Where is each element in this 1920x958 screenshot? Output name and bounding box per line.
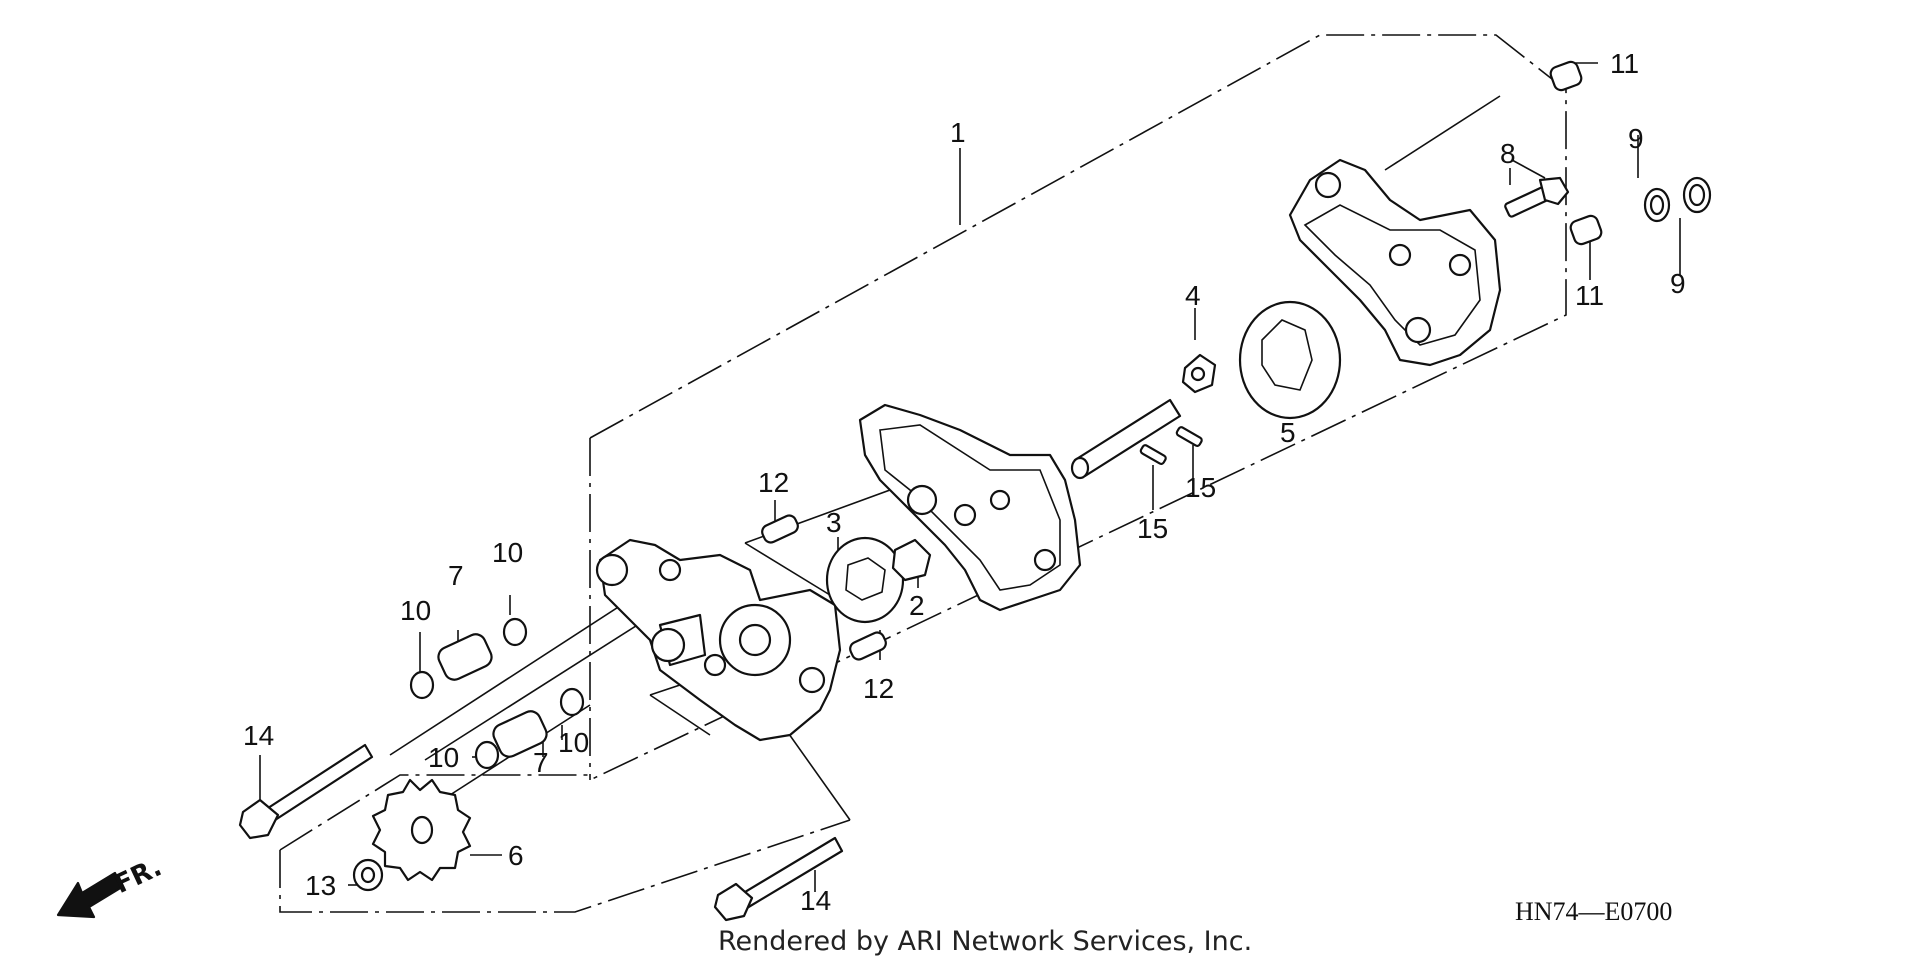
callout-10d: 10: [558, 727, 589, 758]
callout-9a: 9: [1628, 123, 1644, 154]
front-direction-arrow: FR.: [56, 852, 166, 919]
callout-10c: 10: [428, 742, 459, 773]
callout-7a: 7: [448, 560, 464, 591]
oil-pump-body-middle: [858, 403, 1082, 612]
callout-6: 6: [508, 840, 524, 871]
callout-5: 5: [1280, 417, 1296, 448]
callout-11a: 11: [1610, 48, 1639, 79]
bolt-8: [1504, 176, 1570, 218]
assembly-outline: [589, 34, 1567, 781]
callout-1: 1: [950, 117, 966, 148]
bolt-14-bottom: [713, 836, 844, 922]
callout-15b: 15: [1185, 472, 1216, 503]
callout-9b: 9: [1670, 268, 1686, 299]
pins-15: [1139, 426, 1203, 465]
o-rings-10: [409, 617, 585, 770]
oil-pump-body-front: [595, 538, 842, 742]
callout-15a: 15: [1137, 513, 1168, 544]
sprocket-group-outline: [279, 774, 851, 913]
callout-3: 3: [826, 507, 842, 538]
callout-14a: 14: [243, 720, 274, 751]
oil-pump-cover-rear: [1288, 158, 1502, 367]
collars-7: [437, 633, 548, 758]
pump-shaft: [1070, 398, 1182, 480]
clip-13: [352, 858, 384, 892]
callout-11b: 11: [1575, 280, 1604, 311]
callout-2: 2: [909, 590, 925, 621]
callout-labels: 1 2 3 4 5 6 7 7 8 9 9 10 10 10 10 11 11 …: [243, 48, 1686, 916]
callout-10b: 10: [492, 537, 523, 568]
callout-10a: 10: [400, 595, 431, 626]
callout-4: 4: [1185, 280, 1201, 311]
dowel-pins-12: [761, 514, 887, 661]
sprocket-6: [371, 778, 472, 882]
outer-rotor-5: [1238, 300, 1342, 420]
dowel-pins-11: [1549, 60, 1603, 246]
callout-13: 13: [305, 870, 336, 901]
bolt-14-left: [238, 743, 374, 840]
callout-8: 8: [1500, 138, 1516, 169]
washers-9: [1643, 176, 1712, 223]
front-marker-label: FR.: [110, 852, 166, 900]
callout-14b: 14: [800, 885, 831, 916]
callout-7b: 7: [533, 747, 549, 778]
callout-12a: 12: [758, 467, 789, 498]
inner-rotor-3: [825, 536, 905, 624]
diagram-code: HN74—E0700: [1515, 897, 1672, 926]
inner-rotor-4: [1181, 353, 1217, 394]
outer-rotor-2: [891, 538, 932, 582]
callout-12b: 12: [863, 673, 894, 704]
render-credit: Rendered by ARI Network Services, Inc.: [718, 926, 1252, 957]
